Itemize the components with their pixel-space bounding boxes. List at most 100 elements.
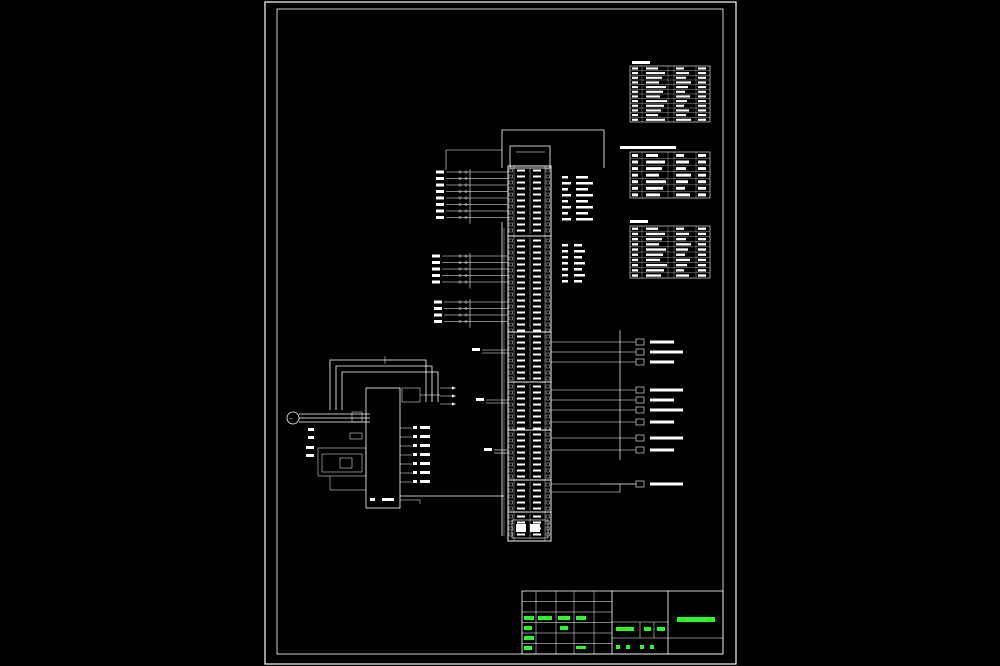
terminal-icon [545,506,550,511]
module-text [517,359,525,362]
module-text [533,463,541,466]
table-cell-text [646,95,660,98]
rack-labels [562,176,593,283]
terminal-icon [545,228,550,233]
table-cell-text [646,90,663,93]
rack-side-text [562,274,568,277]
terminal-icon [545,462,550,467]
title-block [521,590,724,655]
table-cell-text [676,67,684,70]
table-cell-text [698,67,706,70]
terminal-icon [508,180,513,185]
input-label [436,196,444,200]
rack-side-text [574,262,585,265]
table-heading [632,61,650,64]
module-text [533,181,541,184]
terminal-icon [508,462,513,467]
terminal-icon [545,438,550,443]
module-text [533,335,541,338]
table-cell-text [676,167,686,171]
module-text [517,515,525,518]
module-text [533,245,541,248]
module-text [533,409,541,412]
module-text [517,463,525,466]
plc-module-4 [507,381,552,431]
table-heading [630,220,648,223]
table-cell-text [676,253,685,256]
table-cell-text [646,72,665,75]
module-text [533,533,541,536]
module-text [533,199,541,202]
module-text [533,211,541,214]
table-cell-text [676,193,690,197]
module-text [533,403,541,406]
load-symbol [635,396,645,404]
terminal-label [420,444,430,447]
terminal-icon [508,174,513,179]
table-cell-text [676,160,689,164]
output-load-5 [551,396,674,404]
rack-side-text [562,244,568,247]
terminal-icon [545,198,550,203]
module-border [507,511,552,542]
rack-side-text [562,256,568,259]
terminal-icon [545,262,550,267]
module-text [533,385,541,388]
table-cell-text [646,263,667,267]
plc-rack [501,129,605,542]
terminal-icon [545,204,550,209]
load-symbol [635,338,645,346]
input-wiring [432,149,508,454]
load-symbol [635,406,645,414]
terminal-icon [545,414,550,419]
rack-side-text [574,250,585,253]
module-text [533,269,541,272]
terminal-icon [545,370,550,375]
terminal-icon [413,426,417,429]
terminal-icon [545,384,550,389]
input-group-1 [436,169,508,224]
terminal-icon [545,210,550,215]
module-text [533,515,541,518]
table-cell-text [676,153,684,157]
terminal-icon [545,390,550,395]
module-text [533,427,541,430]
module-text [533,187,541,190]
terminal-icon [508,210,513,215]
table-cell-text [646,243,659,246]
connector-icon [458,196,462,200]
table-cell-text [676,118,691,121]
load-label [650,448,674,452]
table-cell-text [646,227,658,230]
table-cell-text [632,118,638,121]
rack-side-text [574,280,582,283]
terminal-label [420,453,430,456]
connector-icon [464,313,468,317]
module-text [517,439,525,442]
table-cell-text [632,274,638,277]
module-text [533,397,541,400]
plc-module-5 [507,429,552,481]
output-load-2 [551,348,683,356]
terminal-icon [508,328,513,333]
connector-icon [464,183,468,187]
terminal-icon [545,450,550,455]
terminal-icon [545,256,550,261]
load-symbol [635,446,645,454]
module-text [533,169,541,172]
legend-table-2 [620,146,711,199]
table-cell-text [676,173,691,177]
module-text [517,495,525,498]
terminal-icon [545,364,550,369]
module-text [533,415,541,418]
module-text [517,281,525,284]
load-label [650,388,683,392]
legend-table-1 [629,61,711,123]
input-label [436,216,444,219]
table-cell-text [646,274,661,277]
rack-side-text [576,206,593,209]
rack-side-text [576,218,593,221]
terminal-icon [508,192,513,197]
terminal-icon [508,370,513,375]
terminal-icon [508,204,513,209]
